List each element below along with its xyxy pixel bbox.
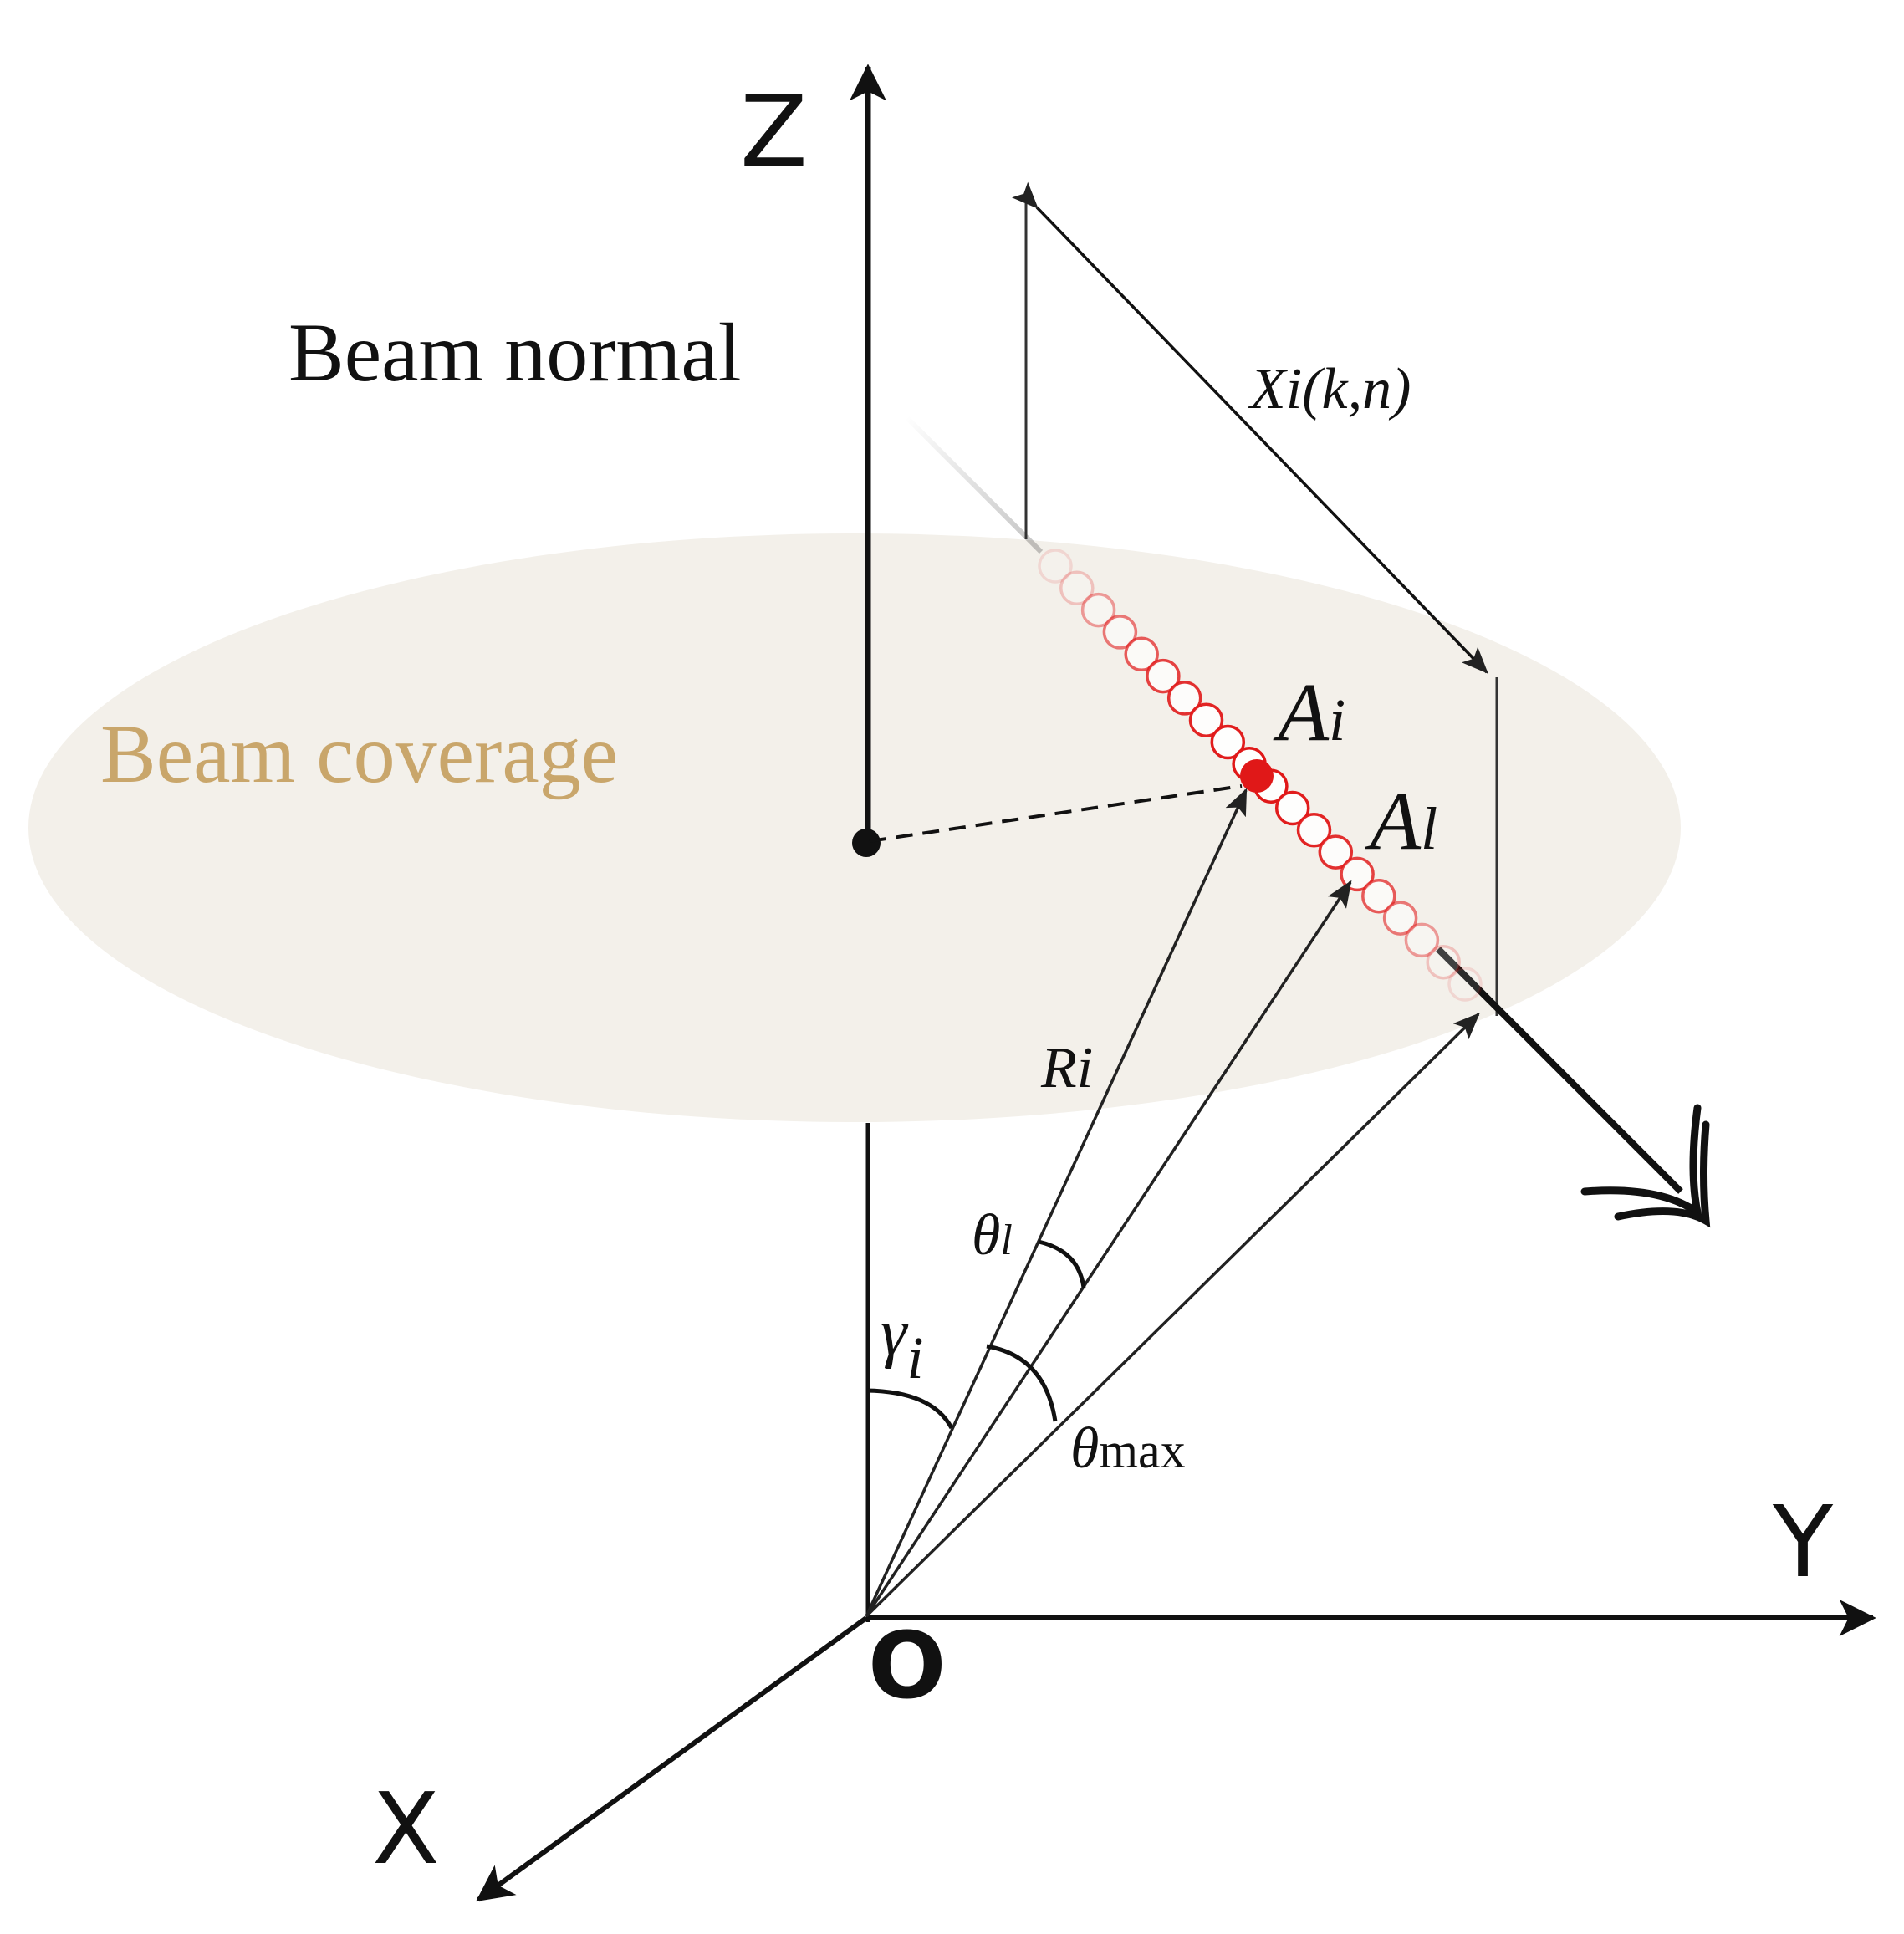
y-axis-label: Y	[1772, 1484, 1834, 1600]
ray-theta-max	[865, 1013, 1480, 1618]
target-position-ring	[1146, 658, 1181, 694]
ri-label: Ri	[1040, 1036, 1093, 1100]
al-label: Al	[1365, 774, 1437, 867]
theta-max-angle-arc	[986, 1344, 1058, 1422]
target-position-ring	[1382, 901, 1418, 936]
target-position-ring	[1447, 967, 1483, 1002]
target-position-ring	[1318, 834, 1354, 870]
target-position-ring	[1080, 592, 1116, 628]
beam-coverage-ellipse	[28, 533, 1681, 1122]
beam-center-dot	[852, 829, 881, 857]
xi-label: Xi(k,n)	[1248, 357, 1411, 421]
beam-direction-chevron-outer	[1580, 1104, 1703, 1222]
beam-direction-line	[1436, 947, 1683, 1194]
target-position-ring	[1404, 922, 1440, 958]
x-axis	[476, 1615, 868, 1902]
theta-l-angle-arc	[1038, 1239, 1086, 1288]
x-axis-label: X	[372, 1771, 440, 1886]
gamma-i-label: γi	[881, 1296, 924, 1391]
z-axis-label: Z	[740, 74, 808, 189]
beam-path-faint	[905, 416, 1044, 554]
gamma-angle-arc	[865, 1388, 954, 1430]
target-position-ring	[1426, 944, 1461, 980]
theta-max-label: θmax	[1070, 1416, 1186, 1481]
target-position-ring	[1361, 878, 1396, 914]
origin-label: O	[868, 1612, 947, 1719]
target-position-ring	[1102, 615, 1138, 650]
beam-direction-chevron-inner	[1614, 1120, 1711, 1228]
target-position-ring	[1059, 570, 1095, 606]
ray-ri	[865, 788, 1248, 1617]
target-ai-dot	[1240, 759, 1274, 793]
xi-dimension-arrow	[1012, 181, 1488, 674]
beam-normal-label: Beam normal	[288, 306, 742, 399]
ray-al	[865, 880, 1352, 1617]
target-position-ring	[1274, 790, 1310, 826]
center-to-target-dashed	[869, 784, 1243, 843]
target-position-ring	[1296, 813, 1332, 848]
beam-coverage-label: Beam coverage	[100, 707, 618, 800]
target-position-ring	[1166, 681, 1202, 716]
target-position-ring	[1038, 549, 1073, 584]
target-position-ring	[1210, 724, 1246, 760]
ai-label: Ai	[1273, 666, 1345, 758]
target-position-ring	[1124, 636, 1159, 672]
theta-l-label: θl	[972, 1203, 1013, 1268]
target-position-ring	[1188, 702, 1224, 737]
